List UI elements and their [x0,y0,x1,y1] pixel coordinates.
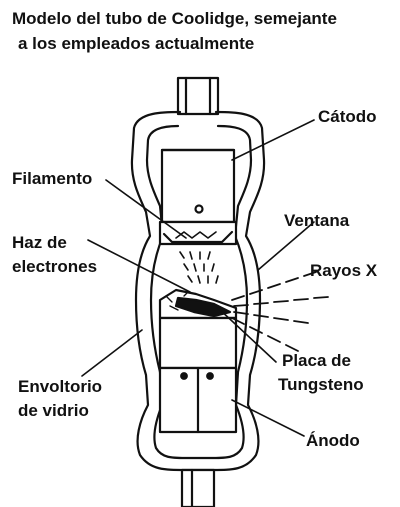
label-haz-line-1: Haz de [12,233,67,252]
electron-beam [179,251,219,284]
filament-cup [158,220,238,246]
x-ray-beams [231,271,329,352]
label-envoltorio-line-2: de vidrio [18,401,89,420]
label-catodo: Cátodo [318,107,377,126]
title-line-1: Modelo del tubo de Coolidge, semejante [12,9,337,28]
title-line-2: a los empleados actualmente [18,34,254,53]
label-envoltorio-line-1: Envoltorio [18,377,102,396]
cathode-screw [194,204,204,214]
anode-body [158,316,238,434]
label-rayos-x: Rayos X [310,261,378,280]
label-anodo: Ánodo [306,431,360,450]
label-filamento: Filamento [12,169,92,188]
label-placa-line-2: Tungsteno [278,375,364,394]
label-haz-line-2: electrones [12,257,97,276]
label-ventana: Ventana [284,211,350,230]
leader-lines [81,119,315,437]
label-placa-line-1: Placa de [282,351,351,370]
tungsten-plate [174,296,232,318]
anode-stem [180,468,216,507]
cathode-stem [176,76,220,116]
